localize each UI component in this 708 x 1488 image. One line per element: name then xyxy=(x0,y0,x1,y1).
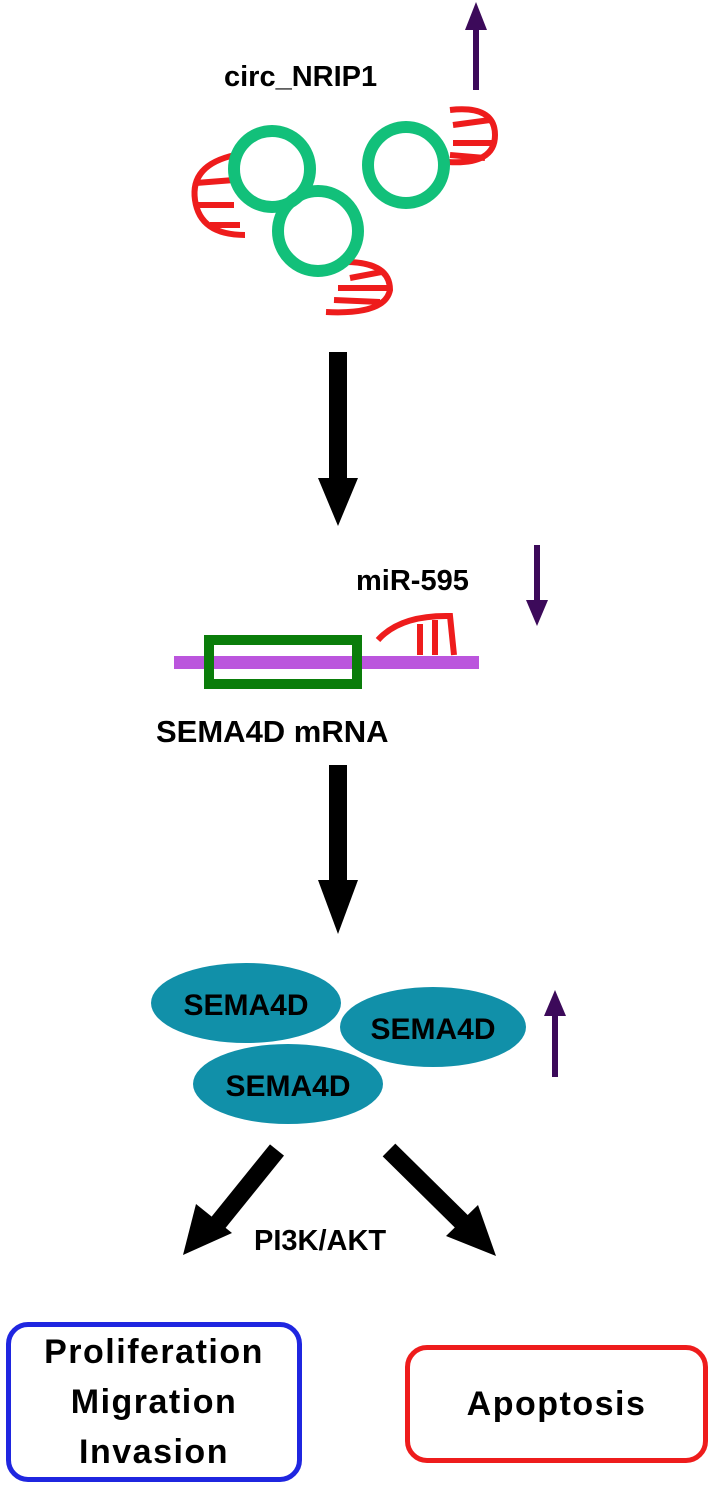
sema4d-protein-3 xyxy=(193,1044,383,1124)
flow-arrow-2 xyxy=(318,765,358,934)
protein-group: SEMA4D SEMA4D SEMA4D xyxy=(151,963,566,1124)
sema4d-protein-1 xyxy=(151,963,341,1043)
apoptosis-box: Apoptosis xyxy=(405,1345,708,1463)
sema4d-protein-2-label: SEMA4D xyxy=(370,1013,495,1046)
circ-nrip1-label: circ_NRIP1 xyxy=(224,61,377,93)
sema4d-mrna-label: SEMA4D mRNA xyxy=(156,714,389,749)
pi3k-akt-label: PI3K/AKT xyxy=(254,1225,386,1257)
mirna-hairpin-right xyxy=(447,106,499,166)
mrna-group: miR-595 SEMA4D mRNA xyxy=(156,545,548,749)
apoptosis-text: Apoptosis xyxy=(466,1385,647,1423)
migration-text: Migration xyxy=(70,1383,238,1421)
circ-up-arrow xyxy=(465,2,487,90)
circ-rna-ring-3 xyxy=(272,185,364,277)
mirna-hairpin-left xyxy=(191,152,246,238)
mirna-hairpin-bottom xyxy=(325,259,394,316)
proliferation-text: Proliferation xyxy=(44,1333,264,1371)
sema4d-up-arrow xyxy=(544,990,566,1077)
sema4d-protein-2 xyxy=(340,987,526,1067)
proliferation-box: Proliferation Migration Invasion xyxy=(6,1322,302,1482)
sema4d-protein-3-label: SEMA4D xyxy=(225,1070,350,1103)
sema4d-protein-1-label: SEMA4D xyxy=(183,989,308,1022)
mir-down-arrow xyxy=(526,545,548,626)
invasion-text: Invasion xyxy=(79,1433,229,1471)
circ-rna-ring-1 xyxy=(228,125,316,213)
circ-nrip1-group: circ_NRIP1 xyxy=(191,2,499,316)
mir-595-label: miR-595 xyxy=(356,565,469,597)
mrna-coding-box xyxy=(204,635,362,689)
mirna-hairpin-mrna xyxy=(375,612,457,656)
flow-arrow-right xyxy=(382,1143,496,1256)
flow-arrow-left xyxy=(183,1144,284,1255)
circ-rna-ring-2 xyxy=(362,121,450,209)
mrna-strand xyxy=(174,656,479,669)
flow-arrow-1 xyxy=(318,352,358,526)
